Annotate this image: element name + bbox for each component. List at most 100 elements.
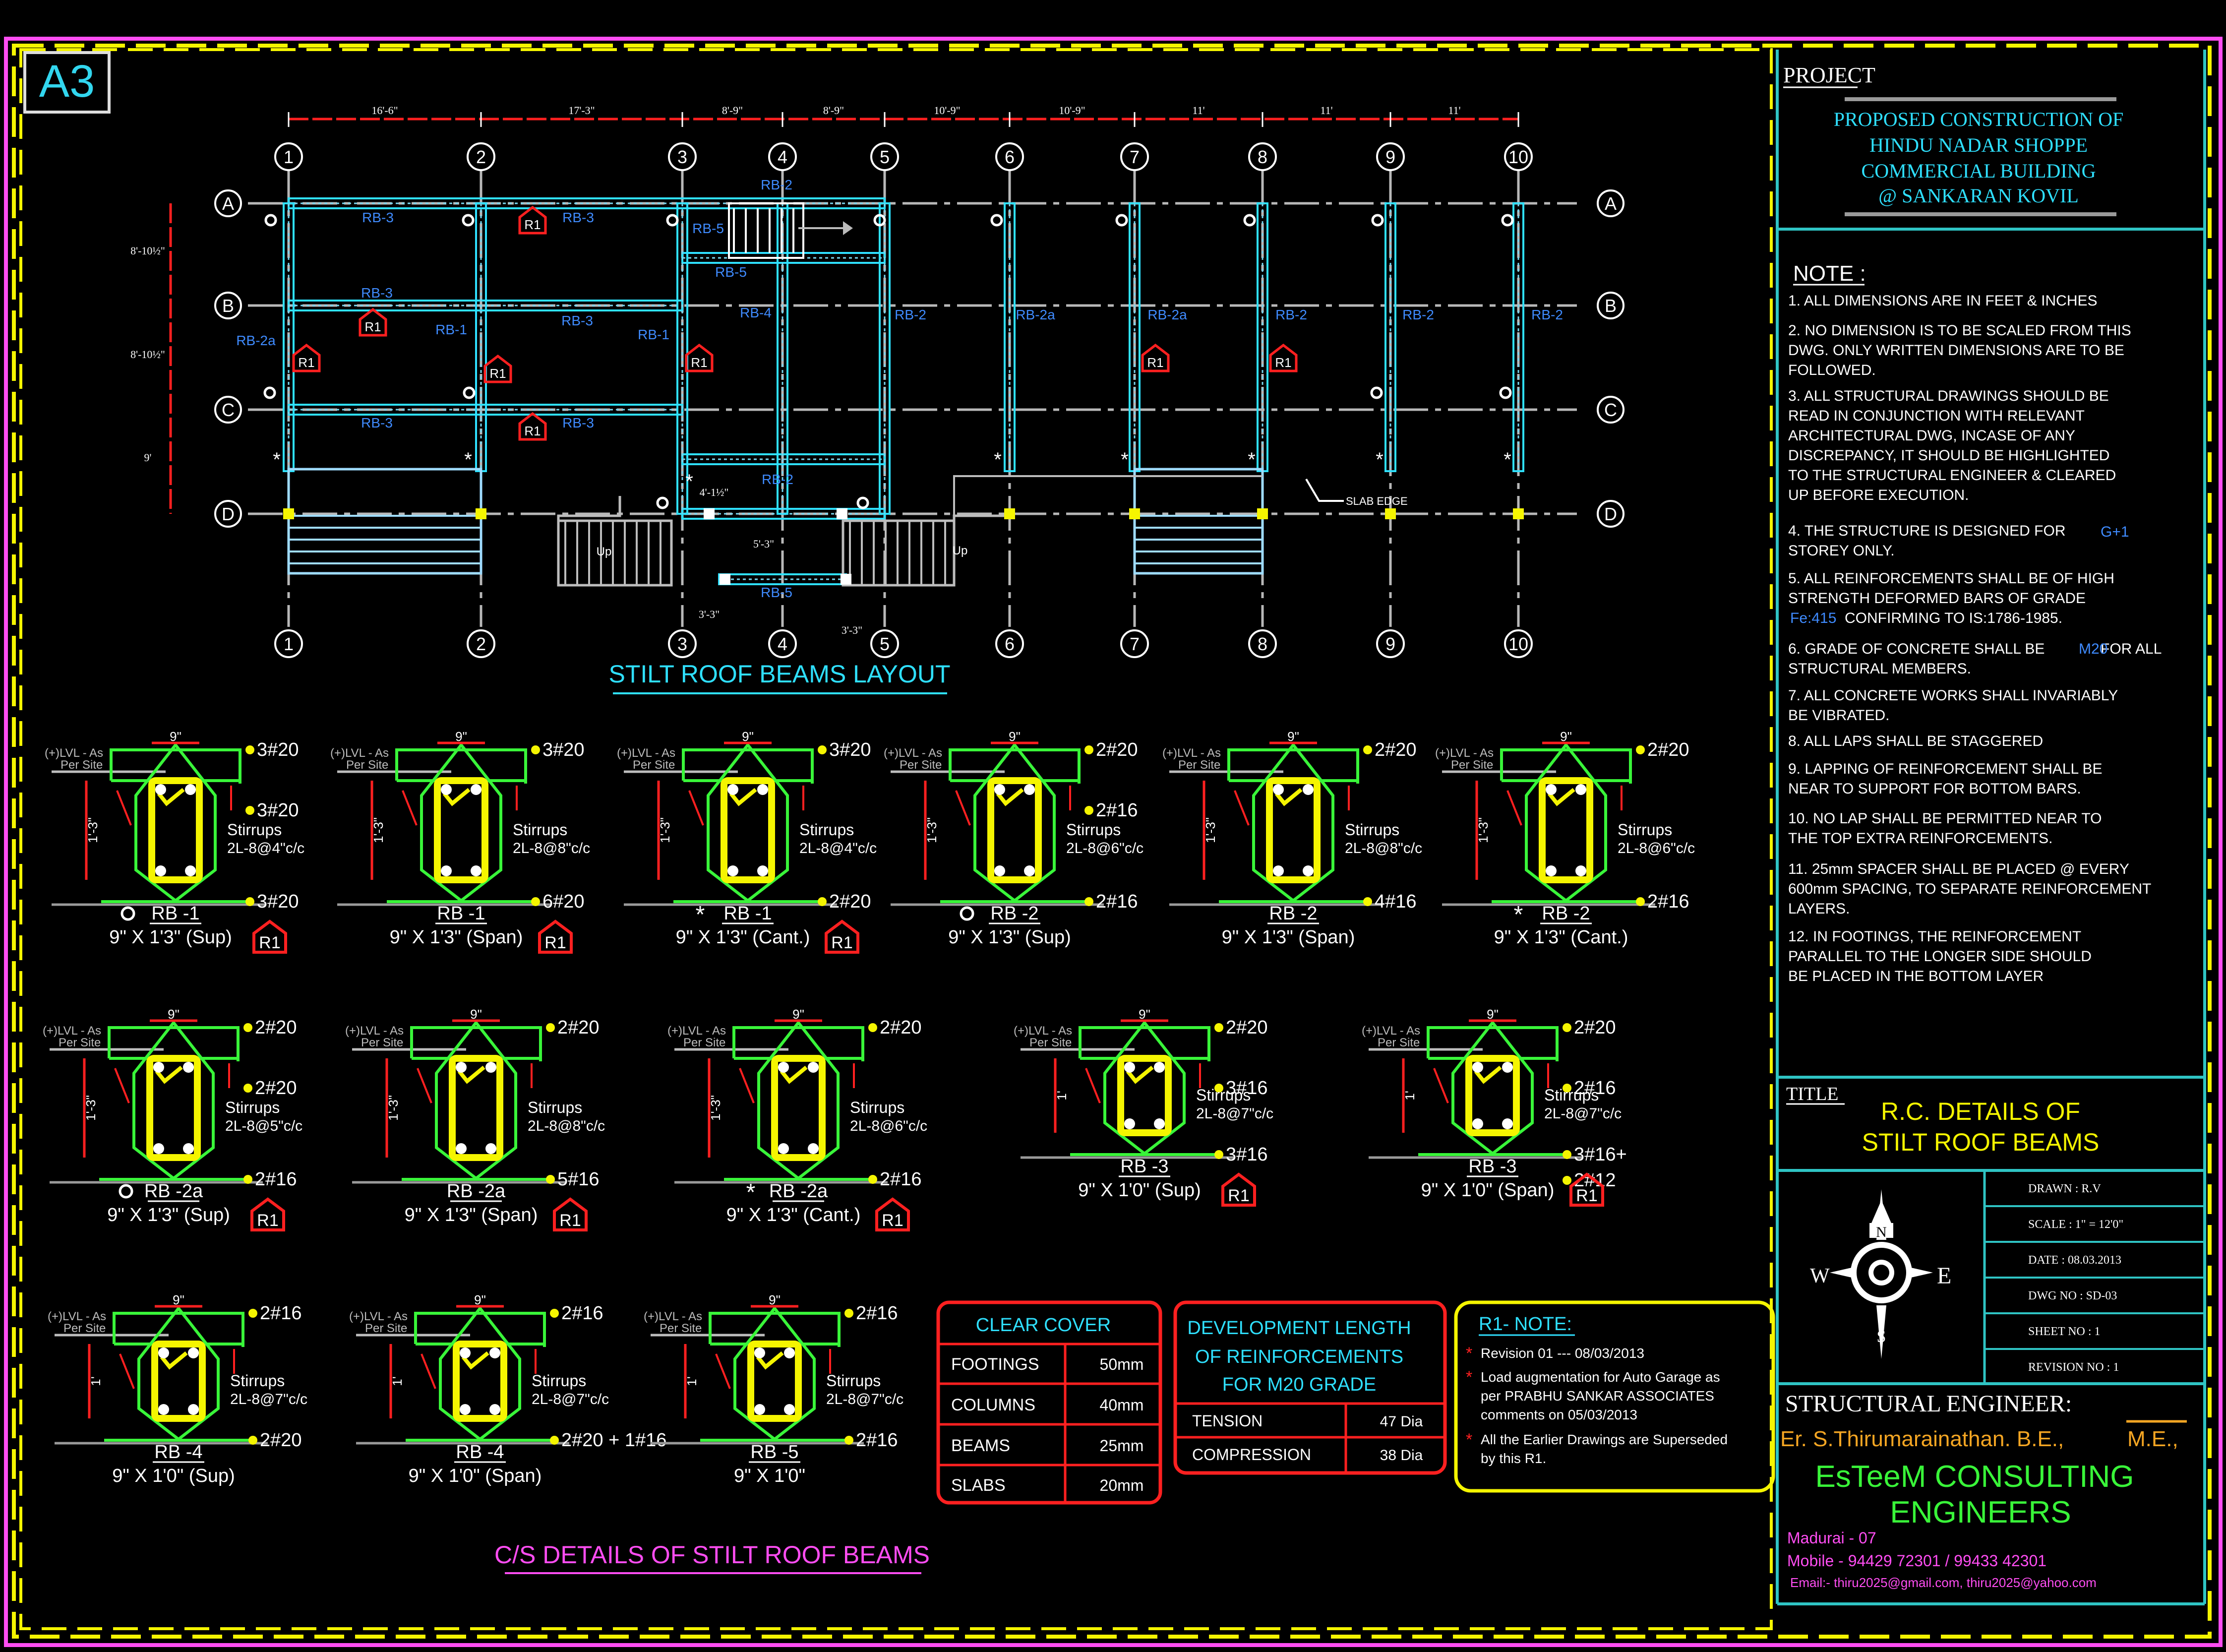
stirrup-outline: [151, 1341, 206, 1422]
level-label-2: Per Site: [1378, 1036, 1420, 1049]
beam-tag-11: RB-2: [762, 472, 793, 487]
stirrup-spec: 2L-8@6"c/c: [850, 1118, 927, 1134]
stirrup-label: Stirrups: [528, 1099, 582, 1116]
revision-marker-icon: R1: [1141, 343, 1170, 372]
top-bars: 2#20: [1574, 1017, 1616, 1038]
stirrup-spec: 2L-8@6"c/c: [1618, 840, 1695, 857]
firm-name-2: ENGINEERS: [1890, 1495, 2071, 1530]
rebar-dot: [754, 1404, 765, 1415]
revision-marker-icon: [250, 1197, 285, 1231]
mid-bars: 2#16: [1096, 800, 1138, 821]
beam-tag-12: RB-2: [895, 307, 926, 322]
top-bars: 3#20: [829, 739, 871, 760]
section-size: 9" X 1'3" (Sup): [109, 927, 232, 948]
grid-letter-C: C: [1604, 400, 1617, 420]
revision-marker-label: R1: [259, 933, 280, 952]
rebar-dot: [485, 1062, 496, 1073]
section-name: RB -5: [750, 1442, 798, 1463]
grid-number-7: 7: [1130, 147, 1140, 167]
callout-dot-bottom: [844, 1436, 853, 1445]
grid-bubble-7: [1120, 142, 1149, 171]
project-line-1: PROPOSED CONSTRUCTION OF: [1834, 108, 2124, 130]
stirrup-hook: [442, 788, 471, 806]
revision-marker-shape: [483, 354, 512, 383]
beam-tag-3: RB-3: [562, 210, 594, 225]
width-label: 9": [1009, 729, 1021, 744]
lap-tick: [421, 1353, 436, 1389]
top-bars: 2#20: [1096, 739, 1138, 760]
grid-bubble-5: [870, 142, 899, 171]
inner-border: [12, 44, 2212, 1639]
stirrup-hook: [457, 1065, 485, 1084]
rebar-dot: [183, 1062, 194, 1073]
support-marker-icon: [1371, 214, 1384, 227]
grid-bubble-B: [214, 292, 242, 319]
slab-bar: [410, 1026, 542, 1061]
stirrup-spec: 2L-8@8"c/c: [1345, 840, 1422, 857]
revision-marker-icon: R1: [483, 354, 512, 383]
note-3-line-1: 3. ALL STRUCTURAL DRAWINGS SHOULD BE: [1788, 388, 2109, 404]
slab-bar: [1079, 1026, 1210, 1061]
grid-bubble-10: [1504, 629, 1533, 658]
slab-bar: [949, 748, 1081, 784]
grid-number-6: 6: [1005, 147, 1015, 167]
bottom-bars: 6#20: [542, 891, 585, 912]
section-size: 9" X 1'3" (Span): [1222, 927, 1355, 948]
callout-dot-top: [546, 1023, 555, 1032]
depth-label: 1': [88, 1376, 103, 1386]
level-label-1: (+)LVL - As: [345, 1024, 404, 1038]
revision-marker-label: R1: [1228, 1186, 1249, 1205]
lap-tick: [1433, 1068, 1449, 1103]
callout-dot-top: [245, 745, 254, 754]
level-label-2: Per Site: [1451, 758, 1493, 772]
cantilever-star-icon: *: [1376, 449, 1384, 471]
dev-length-title-3: FOR M20 GRADE: [1222, 1374, 1376, 1395]
dev-length-title-1: DEVELOPMENT LENGTH: [1187, 1318, 1411, 1339]
r1-note-line-2: Load augmentation for Auto Garage as: [1481, 1369, 1720, 1385]
rebar-dot: [441, 865, 452, 876]
level-label-2: Per Site: [1029, 1036, 1072, 1049]
dev-length-title-2: OF REINFORCEMENTS: [1195, 1346, 1403, 1367]
grid-number-9: 9: [1385, 147, 1395, 167]
stirrup-hook: [756, 1351, 784, 1370]
lap-tick: [116, 790, 132, 826]
section-size: 9" X 1'3" (Sup): [948, 927, 1071, 948]
svg-text:*: *: [1466, 1344, 1472, 1363]
section-size: 9" X 1'3" (Cant.): [726, 1205, 861, 1225]
note-12-line-3: BE PLACED IN THE BOTTOM LAYER: [1788, 968, 2044, 984]
beam-tag-7: RB-1: [435, 322, 467, 337]
grid-letter-A: A: [1605, 193, 1617, 214]
rebar-dot: [1502, 1062, 1513, 1073]
level-label-1: (+)LVL - As: [1435, 746, 1494, 760]
level-label-1: (+)LVL - As: [617, 746, 675, 760]
lap-tick: [114, 1068, 130, 1103]
note-concrete-highlight: M20: [2079, 641, 2107, 657]
note-4-line-2: STOREY ONLY.: [1788, 543, 1895, 559]
callout-dot-bottom: [868, 1175, 877, 1184]
mid-bars: 3#16: [1226, 1078, 1268, 1099]
left-dimension-3: 9': [144, 451, 152, 464]
stirrup-hook: [160, 1351, 188, 1370]
rebar-dot: [784, 1347, 795, 1358]
revision-marker-label: R1: [882, 1211, 903, 1230]
grid-number-10: 10: [1508, 147, 1528, 167]
column-3: [1004, 508, 1015, 519]
callout-dot-top: [550, 1309, 559, 1318]
section-name: RB -3: [1120, 1156, 1168, 1177]
revision-marker-label: R1: [524, 217, 541, 232]
section-size: 9" X 1'3" (Sup): [107, 1205, 230, 1225]
grid-bubble-9: [1376, 629, 1405, 658]
slab-bar: [732, 1026, 864, 1061]
stirrup-spec: 2L-8@4"c/c: [227, 840, 304, 857]
stair-up-label-2: Up: [953, 544, 968, 557]
note-1-line-1: 1. ALL DIMENSIONS ARE IN FEET & INCHES: [1788, 293, 2098, 309]
compass-s: S: [1877, 1328, 1886, 1346]
revision-marker-label: R1: [1576, 1186, 1597, 1205]
top-dimension-8: 11': [1320, 104, 1332, 117]
beam-tag-21: RB-5: [761, 585, 792, 600]
rebar-dot: [485, 1143, 496, 1154]
lap-tick: [1234, 790, 1250, 826]
lap-tick: [715, 1353, 731, 1389]
